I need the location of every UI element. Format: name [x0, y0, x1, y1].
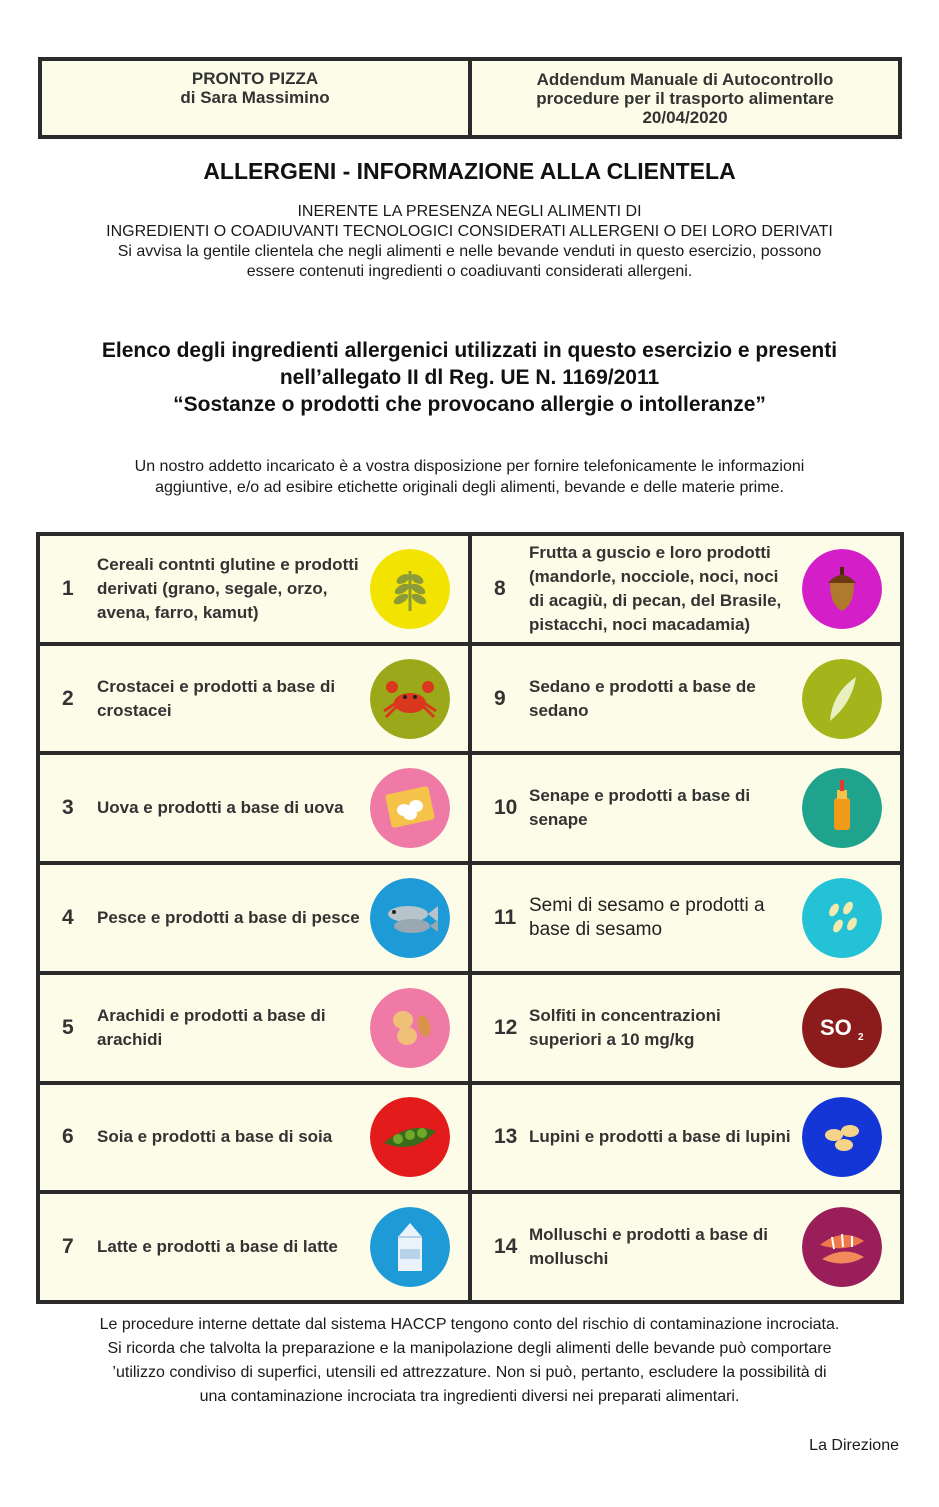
soy-icon [370, 1097, 450, 1178]
allergen-number: 2 [62, 686, 74, 710]
allergen-number: 11 [494, 905, 517, 929]
allergen-number: 14 [494, 1235, 518, 1259]
allergen-number: 1 [62, 576, 74, 600]
allergen-label: Frutta a guscio e loro prodotti (mandorl… [529, 542, 782, 634]
header-box: PRONTO PIZZA di Sara Massimino Addendum … [38, 57, 902, 139]
business-name: PRONTO PIZZA [191, 69, 319, 88]
allergen-cell-6: 6 Soia e prodotti a base di soia [40, 1084, 468, 1191]
document-title: Addendum Manuale di Autocontrollo [536, 69, 834, 89]
allergen-number: 5 [62, 1015, 74, 1039]
allergen-label: Uova e prodotti a base di uova [97, 798, 344, 818]
allergen-number: 8 [494, 576, 506, 600]
allergen-label: Cereali contnti glutine e prodotti deriv… [97, 554, 359, 622]
allergen-number: 10 [494, 796, 518, 820]
mustard-icon [802, 768, 882, 849]
signature: La Direzione [809, 1437, 899, 1454]
allergen-cell-5: 5 Arachidi e prodotti a base di arachidi [40, 974, 468, 1081]
notice-line: Un nostro addetto incaricato è a vostra … [134, 458, 805, 475]
allergen-cell-12: 12 Solfiti in concentrazioni superiori a… [472, 974, 900, 1081]
disclaimer-line: una contaminazione incrociata tra ingred… [199, 1388, 740, 1405]
allergen-label: Crostacei e prodotti a base di crostacei [97, 676, 336, 720]
allergen-cell-3: 3 Uova e prodotti a base di uova [40, 755, 468, 862]
crab-icon [370, 658, 450, 739]
intro-line: essere contenuti ingredienti o coadiuvan… [246, 263, 693, 280]
celery-icon [802, 658, 882, 739]
allergen-label: Pesce e prodotti a base di pesce [97, 907, 360, 927]
allergen-number: 9 [494, 686, 506, 710]
allergen-number: 12 [494, 1015, 518, 1039]
regulation-heading: Elenco degli ingredienti allergenici uti… [30, 337, 909, 418]
regulation-heading-line: Elenco degli ingredienti allergenici uti… [101, 339, 838, 362]
fish-icon [370, 877, 450, 958]
peanut-icon [370, 987, 450, 1068]
allergen-label: Soia e prodotti a base di soia [97, 1127, 333, 1147]
document-subtitle: procedure per il trasporto alimentare [536, 88, 834, 108]
disclaimer-line: Si ricorda che talvolta la preparazione … [107, 1340, 832, 1357]
allergen-cell-11: 11 Semi di sesamo e prodotti a base di s… [472, 865, 900, 971]
allergen-label: Arachidi e prodotti a base di arachidi [97, 1005, 326, 1049]
allergen-table: 1 Cereali contnti glutine e prodotti der… [36, 532, 904, 1304]
allergen-label: Semi di sesamo e prodotti a base di sesa… [529, 894, 765, 940]
intro-line: Si avvisa la gentile clientela che negli… [117, 243, 822, 260]
allergen-cell-9: 9 Sedano e prodotti a base de sedano [472, 645, 900, 752]
staff-notice: Un nostro addetto incaricato è a vostra … [40, 456, 899, 498]
allergen-cell-2: 2 Crostacei e prodotti a base di crostac… [40, 645, 468, 752]
allergen-number: 4 [62, 905, 74, 929]
intro-line: INGREDIENTI O COADIUVANTI TECNOLOGICI CO… [106, 223, 833, 240]
shellfish-icon [802, 1207, 882, 1288]
allergen-cell-4: 4 Pesce e prodotti a base di pesce [40, 865, 468, 971]
allergen-cell-1: 1 Cereali contnti glutine e prodotti der… [40, 536, 468, 642]
sesame-icon [802, 877, 882, 958]
allergen-label: Molluschi e prodotti a base di molluschi [529, 1225, 768, 1269]
allergen-cell-13: 13 Lupini e prodotti a base di lupini [472, 1084, 900, 1191]
acorn-icon [802, 548, 882, 629]
business-owner: di Sara Massimino [180, 88, 330, 107]
so2-text: SO [820, 1015, 852, 1040]
wheat-icon [370, 548, 450, 629]
document-date: 20/04/2020 [642, 107, 728, 127]
allergen-label: Solfiti in concentrazioni superiori a 10… [529, 1005, 721, 1049]
allergen-number: 13 [494, 1125, 518, 1149]
regulation-heading-line: “Sostanze o prodotti che provocano aller… [173, 393, 766, 416]
disclaimer-line: Le procedure interne dettate dal sistema… [99, 1316, 840, 1333]
allergen-number: 7 [62, 1235, 74, 1259]
allergen-cell-8: 8 Frutta a guscio e loro prodotti (mando… [472, 536, 900, 642]
haccp-disclaimer: Le procedure interne dettate dal sistema… [20, 1313, 919, 1409]
so2-icon: SO 2 [802, 987, 882, 1068]
allergen-label: Sedano e prodotti a base de sedano [529, 676, 756, 720]
notice-line: aggiuntive, e/o ad esibire etichette ori… [155, 479, 784, 496]
eggs-icon [370, 768, 450, 849]
allergen-label: Senape e prodotti a base di senape [529, 786, 751, 830]
disclaimer-line: ’utilizzo condiviso di superfici, utensi… [112, 1364, 827, 1381]
intro-line: INERENTE LA PRESENZA NEGLI ALIMENTI DI [297, 203, 642, 220]
allergen-cell-10: 10 Senape e prodotti a base di senape [472, 755, 900, 862]
business-name-block: PRONTO PIZZA di Sara Massimino [42, 61, 472, 135]
allergen-number: 6 [62, 1125, 74, 1149]
allergen-label: Latte e prodotti a base di latte [97, 1237, 338, 1257]
allergen-cell-7: 7 Latte e prodotti a base di latte [40, 1194, 468, 1300]
so2-subscript: 2 [858, 1032, 864, 1043]
allergen-cell-14: 14 Molluschi e prodotti a base di mollus… [472, 1194, 900, 1300]
allergen-label: Lupini e prodotti a base di lupini [529, 1127, 791, 1147]
milk-icon [370, 1207, 450, 1288]
lupin-icon [802, 1097, 882, 1178]
allergen-number: 3 [62, 796, 74, 820]
document-info-block: Addendum Manuale di Autocontrollo proced… [472, 61, 898, 135]
page-title: ALLERGENI - INFORMAZIONE ALLA CLIENTELA [203, 158, 736, 184]
regulation-heading-line: nell’allegato II dl Reg. UE N. 1169/2011 [279, 366, 660, 389]
intro-text: INERENTE LA PRESENZA NEGLI ALIMENTI DI I… [30, 202, 909, 282]
